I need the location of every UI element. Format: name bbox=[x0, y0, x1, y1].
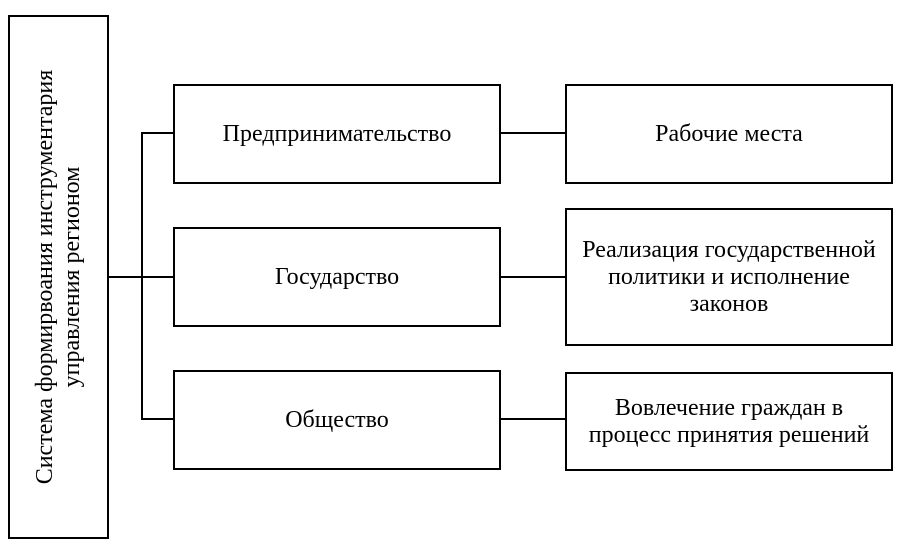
actor-box-state: Государство bbox=[173, 227, 501, 327]
actor-box-society: Общество bbox=[173, 370, 501, 470]
outcome-box-jobs: Рабочие места bbox=[565, 84, 893, 184]
connector-outcome-1 bbox=[500, 132, 566, 134]
connector-branch-2 bbox=[141, 276, 174, 278]
connector-branch-3 bbox=[141, 418, 174, 420]
connector-outcome-3 bbox=[500, 418, 566, 420]
connector-root bbox=[108, 276, 143, 278]
connector-outcome-2 bbox=[500, 276, 566, 278]
root-box: Система формирвоания инструментария упра… bbox=[8, 15, 109, 539]
outcome-box-participation: Вовлечение граждан в процесс принятия ре… bbox=[565, 372, 893, 471]
actor-box-business: Предпринимательство bbox=[173, 84, 501, 184]
outcome-box-policy: Реализация государственной политики и ис… bbox=[565, 208, 893, 346]
connector-branch-1 bbox=[141, 132, 174, 134]
root-label: Система формирвоания инструментария упра… bbox=[31, 69, 85, 485]
